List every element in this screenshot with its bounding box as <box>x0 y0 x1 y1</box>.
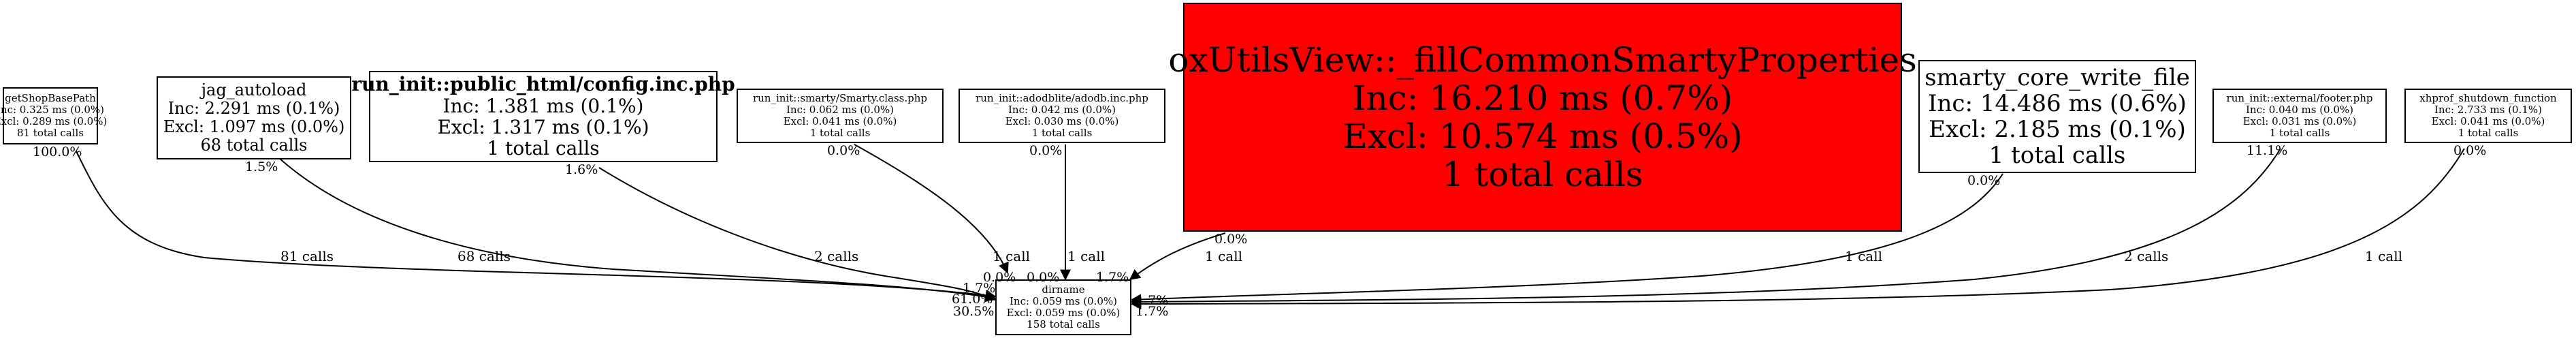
node-inc: Inc: 14.486 ms (0.6%) <box>1928 89 2187 117</box>
node-title: smarty_core_write_file <box>1925 63 2190 91</box>
node-smarty[interactable]: run_init::smarty/Smarty.class.php Inc: 0… <box>737 89 944 143</box>
node-excl: Excl: 0.041 ms (0.0%) <box>783 115 897 127</box>
node-xhprof-shutdown[interactable]: xhprof_shutdown_function Inc: 2.733 ms (… <box>2404 89 2572 143</box>
edge-label: 81 calls <box>280 248 334 264</box>
node-calls: 1 total calls <box>2269 126 2330 139</box>
target-percent: 0.0% <box>1027 270 1060 285</box>
edge-oxutils-dirname <box>1129 232 1226 280</box>
target-percent: 0.0% <box>983 270 1016 285</box>
target-percent: 1.7% <box>963 281 996 296</box>
node-title: run_init::public_html/config.inc.php <box>351 73 735 96</box>
edge-label: 1 call <box>1205 248 1242 264</box>
node-title: xhprof_shutdown_function <box>2419 92 2557 105</box>
edge-label: 68 calls <box>457 248 511 264</box>
edge-label: 2 calls <box>814 248 859 264</box>
node-excl: Excl: 0.041 ms (0.0%) <box>2431 115 2545 127</box>
node-inc: Inc: 0.040 ms (0.0%) <box>2245 104 2354 117</box>
target-percent: 61.0% <box>952 292 993 307</box>
node-oxutilsview[interactable]: oxUtilsView::_fillCommonSmartyProperties… <box>1168 3 1917 232</box>
node-config[interactable]: run_init::public_html/config.inc.php Inc… <box>351 71 735 162</box>
node-calls: 1 total calls <box>487 137 600 160</box>
node-calls: 158 total calls <box>1027 318 1100 331</box>
edge-xhprof-dirname <box>1130 148 2465 309</box>
edge-label: 1 call <box>2365 248 2402 264</box>
node-inc: Inc: 1.381 ms (0.1%) <box>442 94 644 117</box>
node-excl: Excl: 0.059 ms (0.0%) <box>1006 307 1121 319</box>
target-percent: 1.7% <box>1136 293 1169 308</box>
node-inc: Inc: 2.733 ms (0.1%) <box>2434 104 2543 117</box>
node-excl: Excl: 1.317 ms (0.1%) <box>437 116 649 138</box>
node-percent: 100.0% <box>33 144 82 159</box>
node-inc: Inc: 0.042 ms (0.0%) <box>1008 104 1116 117</box>
edge-smartycore-dirname <box>1130 173 2003 305</box>
node-inc: Inc: 0.059 ms (0.0%) <box>1009 295 1118 308</box>
edge-label: 1 call <box>993 248 1030 264</box>
node-title: oxUtilsView::_fillCommonSmartyProperties <box>1168 40 1917 80</box>
node-calls: 68 total calls <box>200 135 308 155</box>
node-title: run_init::external/footer.php <box>2226 92 2373 105</box>
node-calls: 1 total calls <box>809 126 871 139</box>
node-smarty-core-write-file[interactable]: smarty_core_write_file Inc: 14.486 ms (0… <box>1918 60 2196 173</box>
node-getshopbasepath[interactable]: getShopBasePath Inc: 0.325 ms (0.0%) Exc… <box>0 87 107 144</box>
node-percent: 1.6% <box>565 162 598 177</box>
node-title: dirname <box>1042 283 1085 296</box>
node-percent: 0.0% <box>1967 173 2001 188</box>
node-excl: Excl: 10.574 ms (0.5%) <box>1342 117 1743 156</box>
node-title: getShopBasePath <box>5 92 96 105</box>
node-excl: Excl: 0.030 ms (0.0%) <box>1005 115 1119 127</box>
edge-footer-dirname <box>1130 148 2281 307</box>
edge-label: 1 call <box>1067 248 1105 264</box>
edge-jagautoload-dirname <box>278 157 997 303</box>
node-inc: Inc: 0.062 ms (0.0%) <box>786 104 895 117</box>
node-title: jag_autoload <box>201 80 307 100</box>
node-percent: 0.0% <box>1214 232 1248 247</box>
node-percent: 0.0% <box>1029 143 1063 158</box>
node-footer[interactable]: run_init::external/footer.php Inc: 0.040… <box>2212 89 2387 143</box>
node-inc: Inc: 0.325 ms (0.0%) <box>0 104 105 117</box>
node-percent: 1.5% <box>245 159 278 174</box>
node-inc: Inc: 2.291 ms (0.1%) <box>167 99 340 119</box>
node-adodb[interactable]: run_init::adodblite/adodb.inc.php Inc: 0… <box>959 89 1165 143</box>
node-calls: 1 total calls <box>2458 126 2519 139</box>
target-percent: 1.7% <box>1096 270 1129 285</box>
target-percent: 1.7% <box>1136 304 1169 319</box>
edge-label: 1 call <box>1845 248 1882 264</box>
edge-label: 2 calls <box>2124 248 2169 264</box>
node-excl: Excl: 1.097 ms (0.0%) <box>163 117 345 136</box>
node-excl: Excl: 2.185 ms (0.1%) <box>1929 116 2186 143</box>
node-title: run_init::adodblite/adodb.inc.php <box>976 92 1148 105</box>
edge-config-dirname <box>598 167 997 301</box>
node-calls: 1 total calls <box>1989 142 2126 170</box>
node-inc: Inc: 16.210 ms (0.7%) <box>1352 78 1733 118</box>
node-excl: Excl: 0.289 ms (0.0%) <box>0 115 108 127</box>
node-excl: Excl: 0.031 ms (0.0%) <box>2242 115 2357 127</box>
edge-getshopbasepath-dirname <box>76 151 997 301</box>
node-jag-autoload[interactable]: jag_autoload Inc: 2.291 ms (0.1%) Excl: … <box>157 76 351 159</box>
node-calls: 81 total calls <box>16 126 84 139</box>
node-dirname[interactable]: dirname Inc: 0.059 ms (0.0%) Excl: 0.059… <box>995 279 1131 335</box>
node-calls: 1 total calls <box>1442 155 1643 194</box>
node-calls: 1 total calls <box>1031 126 1093 139</box>
target-percent: 30.5% <box>953 304 995 319</box>
node-percent: 0.0% <box>827 143 860 158</box>
node-percent: 0.0% <box>2453 143 2487 158</box>
edge-smarty-dirname <box>854 144 1009 274</box>
node-percent: 11.1% <box>2247 143 2288 158</box>
node-title: run_init::smarty/Smarty.class.php <box>752 92 928 105</box>
